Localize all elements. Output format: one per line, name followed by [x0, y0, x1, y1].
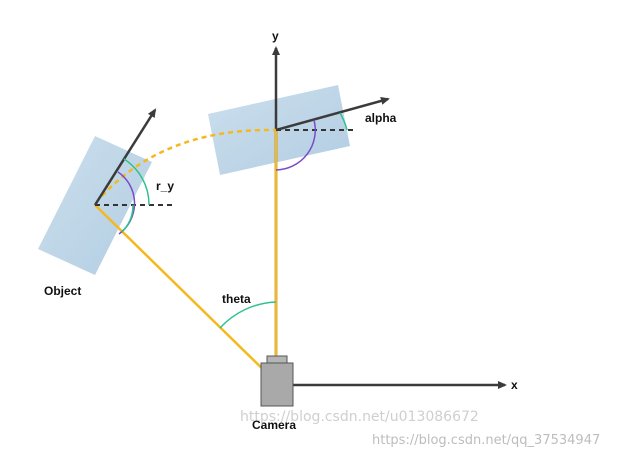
object-label: Object	[44, 284, 81, 298]
r-y-angle-arc	[123, 158, 150, 206]
top-purple-angle-arc	[275, 119, 317, 171]
camera-body	[260, 362, 294, 407]
watermark-secondary: https://blog.csdn.net/qq_37534947	[372, 433, 600, 448]
object-green-ray-arc	[121, 204, 134, 233]
rotation-arc	[101, 128, 277, 197]
alpha-angle-arc	[339, 112, 348, 131]
y-axis-label: y	[272, 29, 279, 43]
theta-angle-arc	[219, 301, 277, 329]
heading-arrow-top	[275, 97, 390, 132]
x-axis-label: x	[511, 378, 518, 392]
heading-arrow-object	[93, 108, 157, 206]
camera-label: Camera	[252, 418, 296, 432]
ray-camera-to-object	[94, 204, 277, 383]
watermark-primary: https://blog.csdn.net/u013086672	[240, 409, 479, 425]
theta-label: theta	[222, 292, 251, 306]
r-y-label: r_y	[156, 179, 174, 193]
alpha-label: alpha	[365, 111, 397, 125]
